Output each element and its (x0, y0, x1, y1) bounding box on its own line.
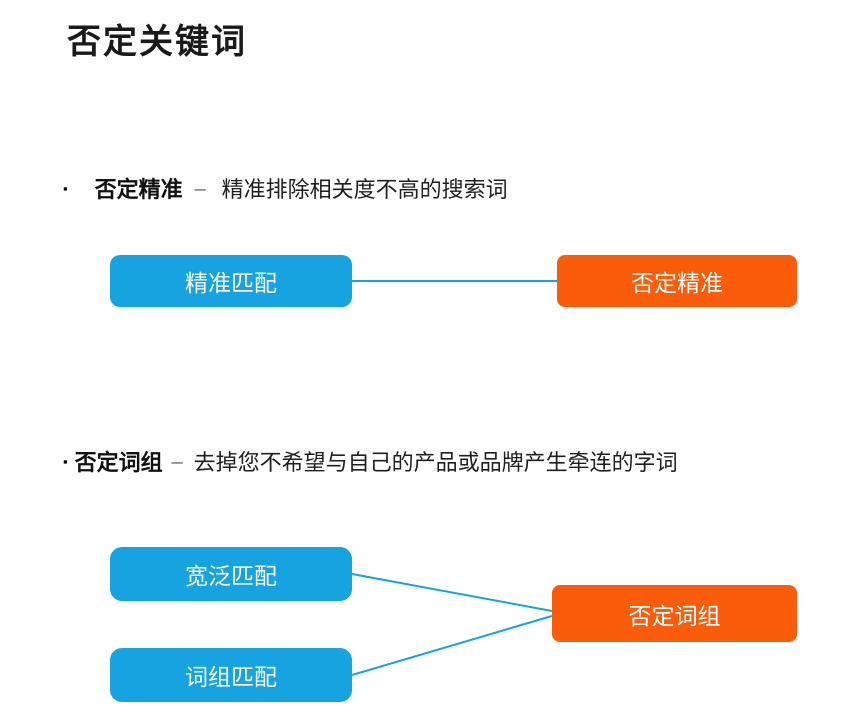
dash-separator: – (194, 175, 206, 200)
bullet-negative-phrase: ▪ 否定词组 – 去掉您不希望与自己的产品或品牌产生牵连的字词 (63, 445, 678, 477)
phrase-match-label: 词组匹配 (185, 665, 277, 690)
negative-phrase-term: 否定词组 (74, 450, 163, 475)
negative-phrase-box: 否定词组 (552, 585, 797, 642)
bullet-square-icon: ▪ (63, 180, 68, 196)
dash-separator: – (171, 448, 183, 473)
exact-match-label: 精准匹配 (185, 271, 277, 296)
negative-exact-term: 否定精准 (94, 177, 183, 202)
negative-exact-description: 精准排除相关度不高的搜索词 (221, 177, 508, 202)
bullet-square-icon: ▪ (63, 453, 68, 469)
negative-exact-label: 否定精准 (631, 271, 723, 296)
negative-phrase-label: 否定词组 (628, 603, 721, 629)
connector-phrase-to-negative-phrase (351, 615, 553, 676)
broad-match-box: 宽泛匹配 (110, 547, 352, 601)
broad-match-label: 宽泛匹配 (185, 564, 277, 589)
connector-broad-to-negative-phrase (351, 573, 553, 612)
bullet-negative-exact: ▪ 否定精准 – 精准排除相关度不高的搜索词 (63, 172, 508, 204)
phrase-match-box: 词组匹配 (110, 648, 352, 702)
exact-match-box: 精准匹配 (110, 255, 352, 307)
page-title: 否定关键词 (67, 24, 247, 61)
negative-exact-box: 否定精准 (557, 255, 797, 307)
negative-phrase-description: 去掉您不希望与自己的产品或品牌产生牵连的字词 (193, 450, 678, 475)
